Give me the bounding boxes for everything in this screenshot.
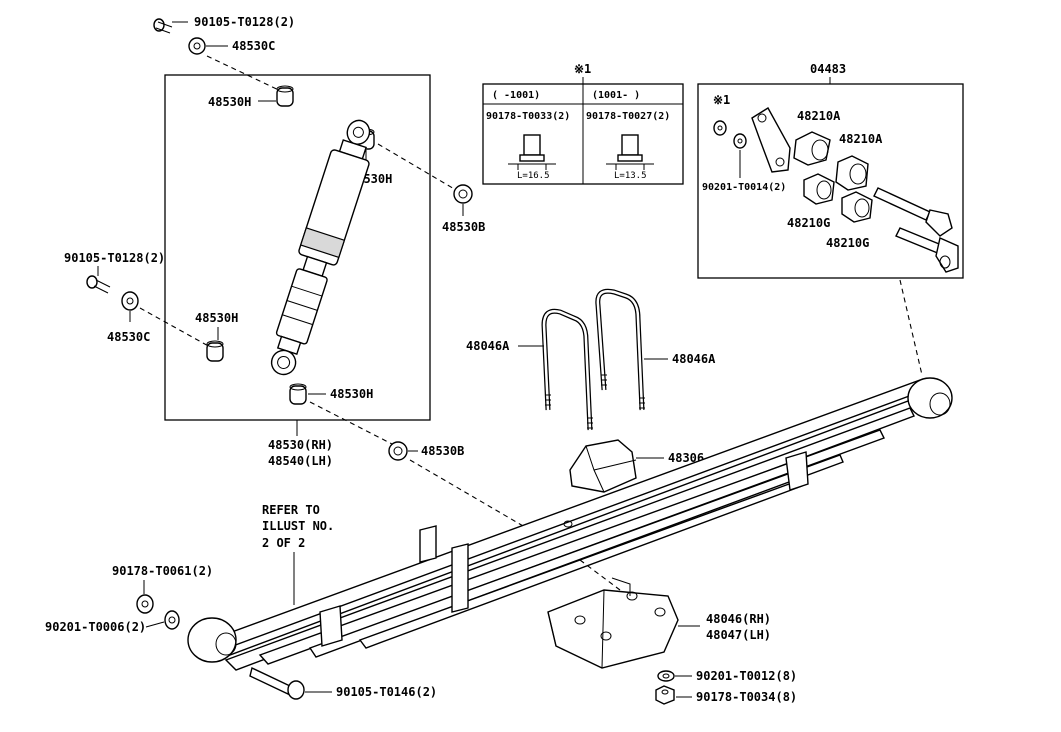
table-col2-label: (1001- ) [592,90,640,101]
table-col1-label: ( -1001) [492,90,540,101]
shackle-plate-icon[interactable] [751,107,791,173]
washer-icon[interactable] [657,670,675,682]
bushing-icon[interactable] [206,340,224,362]
note-mark-label: ※1 [574,62,591,76]
washer-seat-label[interactable]: 90201-T0012(8) [696,669,797,683]
shackle-bolt-icon[interactable] [873,187,959,273]
nut-icon[interactable] [713,120,727,136]
cushion-top-label[interactable]: 48530C [232,39,275,53]
nut-icon[interactable] [136,594,154,614]
table-part2-label[interactable]: 90178-T0027(2) [586,111,670,122]
nut-front-label[interactable]: 90178-T0061(2) [112,564,213,578]
retainer-b2-label[interactable]: 48530B [421,444,464,458]
retainer-b1-label[interactable]: 48530B [442,220,485,234]
bushing-h3-label[interactable]: 48530H [195,311,238,325]
washer-icon[interactable] [733,133,747,149]
cushion-icon[interactable] [121,291,139,311]
leaf-spring-icon[interactable] [187,377,953,671]
table-len2-label: L=13.5 [614,171,647,181]
shock-lh-label[interactable]: 48540(LH) [268,454,333,468]
u-bolt-icon[interactable] [595,288,645,411]
u-bolt-right-label[interactable]: 48046A [672,352,716,366]
bushing-h4-label[interactable]: 48530H [330,387,373,401]
bolt-top-label[interactable]: 90105-T0128(2) [194,15,295,29]
bumper-label[interactable]: 48306 [668,451,704,465]
shackle-bush-a1-label[interactable]: 48210A [797,109,841,123]
washer-front-label[interactable]: 90201-T0006(2) [45,620,146,634]
cushion-icon[interactable] [188,37,206,55]
shackle-bushing-icon[interactable] [793,131,831,166]
nut-seat-label[interactable]: 90178-T0034(8) [696,690,797,704]
shock-absorber-icon[interactable] [261,115,381,380]
bushing-icon[interactable] [276,85,294,107]
nut-icon[interactable] [655,685,675,705]
bolt-front-label[interactable]: 90105-T0146(2) [336,685,437,699]
bump-stopper-icon[interactable] [569,439,637,493]
retainer-icon[interactable] [388,441,408,461]
u-bolt-left-label[interactable]: 48046A [466,339,510,353]
retainer-icon[interactable] [453,184,473,204]
kit-note-label: ※1 [713,93,730,107]
kit-label[interactable]: 04483 [810,62,846,76]
table-len1-label: L=16.5 [517,171,550,181]
flange-nut-icon [606,134,654,170]
washer-icon[interactable] [164,610,180,630]
spring-seat-icon[interactable] [547,577,679,669]
bolt-left-label[interactable]: 90105-T0128(2) [64,251,165,265]
cushion-left-label[interactable]: 48530C [107,330,150,344]
shackle-bushing-icon[interactable] [803,173,835,205]
seat-rh-label[interactable]: 48046(RH) [706,612,771,626]
bushing-h1-label[interactable]: 48530H [208,95,251,109]
refer-line3: 2 OF 2 [262,536,305,550]
shackle-bush-a2-label[interactable]: 48210A [839,132,883,146]
shackle-bushing-icon[interactable] [841,191,873,223]
bolt-icon[interactable] [153,18,173,34]
shackle-bush-g2-label[interactable]: 48210G [826,236,869,250]
u-bolt-icon[interactable] [541,308,593,431]
refer-line2: ILLUST NO. [262,519,334,533]
shock-absorber-box [164,74,431,421]
bolt-icon[interactable] [249,667,305,700]
shackle-kit-box [697,83,964,279]
flange-nut-icon [508,134,556,170]
table-part1-label[interactable]: 90178-T0033(2) [486,111,570,122]
bushing-icon[interactable] [289,383,307,405]
shock-rh-label[interactable]: 48530(RH) [268,438,333,452]
shackle-bushing-icon[interactable] [835,155,869,191]
refer-line1: REFER TO [262,503,320,517]
bolt-icon[interactable] [86,275,111,294]
washer-kit-label[interactable]: 90201-T0014(2) [702,182,786,193]
shackle-bush-g1-label[interactable]: 48210G [787,216,830,230]
seat-lh-label[interactable]: 48047(LH) [706,628,771,642]
